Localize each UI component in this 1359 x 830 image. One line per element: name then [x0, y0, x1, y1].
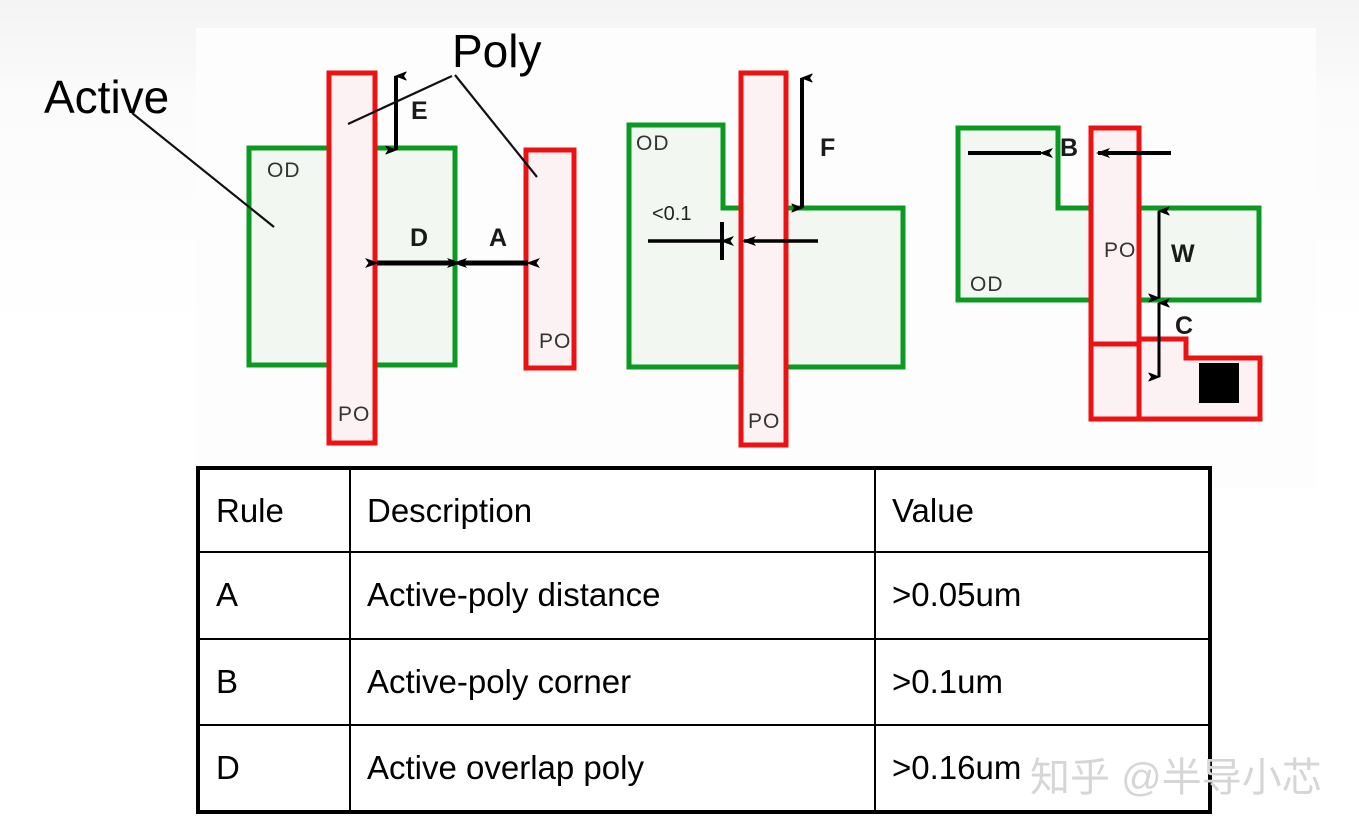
panel3-label-po: PO [1104, 239, 1137, 262]
cell-description: Active-poly corner [349, 637, 876, 727]
cell-value: >0.1um [874, 637, 1211, 727]
cell-description: Active-poly distance [349, 551, 876, 640]
dim-label-C: C [1175, 312, 1194, 340]
panel1-label-po-left: PO [338, 403, 371, 426]
panel3-contact [1199, 363, 1239, 403]
panel2-label-od: OD [636, 132, 670, 155]
table-header-row: Rule Description Value [197, 467, 1211, 553]
cell-rule: B [197, 637, 351, 727]
dim-label-corner-gap: <0.1 [652, 203, 692, 225]
table-row: D Active overlap poly >0.16um [197, 724, 1211, 813]
cell-rule: A [197, 551, 351, 640]
dim-label-F: F [820, 134, 836, 162]
panel1-poly-strip-left [326, 70, 378, 446]
leader-poly-right [454, 74, 538, 178]
table-row: A Active-poly distance >0.05um [197, 551, 1211, 640]
panel3-poly-arm [1088, 125, 1142, 347]
header-description: Description [349, 467, 876, 553]
cell-rule: D [197, 724, 351, 813]
dim-label-E: E [411, 97, 428, 125]
panel1-label-od: OD [267, 159, 301, 182]
dim-label-A: A [489, 224, 508, 252]
design-rule-table: Rule Description Value A Active-poly dis… [196, 466, 1212, 814]
panel2-label-po: PO [748, 410, 781, 433]
dim-label-B: B [1060, 134, 1079, 162]
callout-poly: Poly [452, 25, 542, 77]
cell-value: >0.16um [874, 724, 1211, 813]
table-row: B Active-poly corner >0.1um [197, 637, 1211, 727]
panel2-poly-strip [738, 70, 789, 448]
cell-value: >0.05um [874, 551, 1211, 640]
header-rule: Rule [197, 467, 351, 553]
cell-description: Active overlap poly [349, 724, 876, 813]
panel1-label-po-right: PO [539, 330, 572, 353]
header-value: Value [874, 467, 1211, 553]
dim-label-W: W [1171, 240, 1195, 268]
panel3-label-od: OD [970, 273, 1004, 296]
callout-active: Active [44, 71, 170, 123]
dim-label-D: D [410, 224, 429, 252]
leader-active [131, 112, 275, 228]
leader-poly-left [347, 75, 453, 125]
